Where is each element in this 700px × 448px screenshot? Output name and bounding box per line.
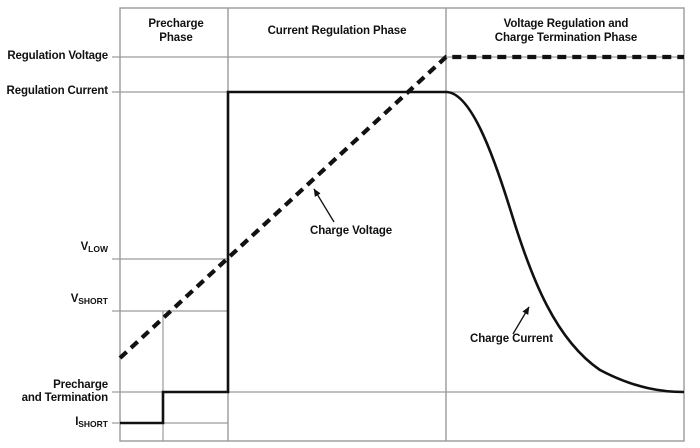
phase-title-precharge: Precharge Phase bbox=[128, 17, 224, 45]
plot-frame bbox=[119, 7, 685, 442]
curve-label-charge-current: Charge Current bbox=[470, 333, 553, 345]
axis-label-v-short-sub: SHORT bbox=[78, 295, 108, 306]
axis-label-i-short-group: ISHORT bbox=[75, 416, 108, 429]
phase-precharge-line2: Phase bbox=[159, 32, 193, 44]
axis-label-regulation-current-text: Regulation Current bbox=[6, 85, 109, 97]
phase-voltage-regulation-line2: Charge Termination Phase bbox=[494, 32, 638, 44]
axis-label-i-short-sub: SHORT bbox=[78, 418, 108, 429]
axis-label-v-short-group: VSHORT bbox=[71, 293, 108, 306]
axis-label-v-short-text: V bbox=[70, 293, 79, 305]
axis-label-precharge-line2: and Termination bbox=[21, 392, 109, 404]
curve-label-charge-voltage: Charge Voltage bbox=[310, 225, 393, 237]
axis-label-precharge-line1: Precharge bbox=[53, 379, 108, 391]
charge-current-curve bbox=[120, 90, 685, 425]
axis-label-v-low-text: V bbox=[80, 241, 89, 253]
axis-label-precharge-termination-block: Precharge and Termination bbox=[21, 379, 109, 405]
axis-label-i-short-text: I bbox=[75, 416, 79, 428]
phase-title-current-regulation: Current Regulation Phase bbox=[234, 24, 440, 38]
phase-voltage-regulation-line1: Voltage Regulation and bbox=[503, 18, 629, 30]
phase-title-voltage-regulation: Voltage Regulation and Charge Terminatio… bbox=[452, 17, 680, 45]
phase-precharge-line1: Precharge bbox=[148, 18, 204, 30]
axis-label-regulation-voltage-text: Regulation Voltage bbox=[7, 50, 108, 62]
charge-voltage-curve bbox=[118, 54, 684, 360]
charge-current-arrow bbox=[512, 306, 530, 335]
axis-label-v-low-sub: LOW bbox=[88, 243, 108, 254]
charge-voltage-arrow bbox=[313, 188, 335, 223]
axis-label-v-low-group: VLOW bbox=[81, 241, 108, 254]
phase-current-regulation-line1: Current Regulation Phase bbox=[267, 25, 407, 37]
